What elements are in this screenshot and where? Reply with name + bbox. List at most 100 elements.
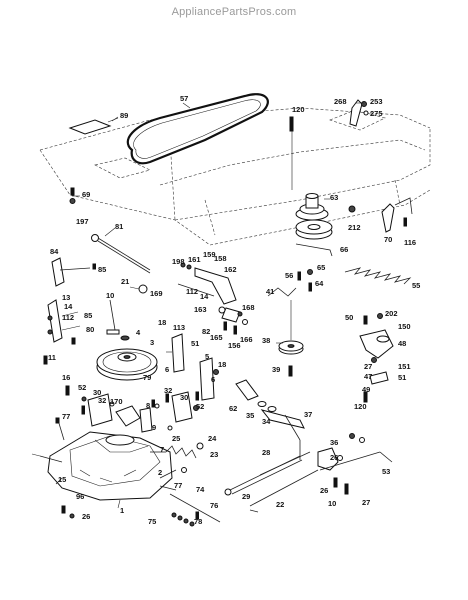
washer-4 (120, 335, 130, 341)
bolt-11 (43, 355, 48, 365)
part-label-47: 47 (364, 372, 372, 381)
bracket-30-left (81, 393, 115, 427)
spacer-62 (235, 379, 277, 412)
part-label-161: 161 (188, 255, 201, 264)
part-label-163: 163 (194, 305, 207, 314)
part-label-1: 1 (120, 506, 124, 515)
part-label-28: 28 (262, 448, 270, 457)
part-label-253: 253 (370, 97, 383, 106)
part-label-62: 62 (229, 404, 237, 413)
parts-165-166-168 (223, 311, 248, 335)
part-label-158: 158 (214, 254, 227, 263)
part-label-38: 38 (262, 336, 270, 345)
part-label-198: 198 (172, 257, 185, 266)
bracket-150 (359, 313, 394, 403)
part-label-197: 197 (76, 217, 89, 226)
part-label-150: 150 (398, 322, 411, 331)
part-label-212: 212 (348, 223, 361, 232)
part-label-6b: 6 (211, 375, 215, 384)
part-label-52a: 52 (78, 383, 86, 392)
part-label-49: 49 (362, 385, 370, 394)
part-label-75: 75 (148, 517, 156, 526)
part-label-168: 168 (242, 303, 255, 312)
part-label-156: 156 (228, 341, 241, 350)
part-label-4: 4 (136, 328, 141, 337)
bracket-268-253-275 (349, 99, 369, 127)
bracket-113 (166, 333, 185, 373)
part-label-48: 48 (398, 339, 406, 348)
nut-212 (348, 205, 356, 213)
part-label-63: 63 (330, 193, 338, 202)
part-label-6a: 6 (165, 365, 169, 374)
part-label-64: 64 (315, 279, 324, 288)
part-label-85b: 85 (84, 311, 92, 320)
part-label-85a: 85 (98, 265, 106, 274)
idler-pulley-38 (278, 300, 304, 355)
spring-55 (344, 267, 412, 285)
transmission-pulley-3 (96, 348, 158, 381)
clip-41 (267, 287, 297, 297)
hardware-15-96 (55, 477, 75, 519)
part-label-84: 84 (50, 247, 59, 256)
part-label-52b: 52 (196, 402, 204, 411)
part-label-81: 81 (115, 222, 123, 231)
hardware-56-65-64 (297, 269, 313, 292)
part-label-112a: 112 (186, 287, 198, 296)
part-label-70: 70 (384, 235, 392, 244)
part-label-116: 116 (404, 238, 416, 247)
part-label-14b: 14 (64, 302, 73, 311)
part-label-24: 24 (208, 434, 217, 443)
part-label-32b: 32 (98, 396, 106, 405)
part-label-23: 23 (210, 450, 218, 459)
part-label-165: 165 (210, 333, 223, 342)
part-label-18a: 18 (158, 318, 166, 327)
part-label-29: 29 (242, 492, 250, 501)
part-label-74: 74 (196, 485, 205, 494)
part-label-35: 35 (246, 411, 254, 420)
part-label-5: 5 (205, 352, 209, 361)
bolt-39 (288, 365, 293, 377)
part-label-66: 66 (340, 245, 348, 254)
linkage-158 (177, 262, 241, 323)
part-label-79: 79 (143, 373, 151, 382)
part-label-25: 25 (172, 434, 180, 443)
part-label-89: 89 (120, 111, 128, 120)
part-label-11: 11 (48, 353, 56, 362)
part-label-21: 21 (121, 277, 129, 286)
part-label-3: 3 (150, 338, 154, 347)
part-label-14a: 14 (200, 292, 209, 301)
part-label-41: 41 (266, 287, 274, 296)
part-label-65: 65 (317, 263, 325, 272)
bracket-80 (47, 299, 120, 345)
part-label-32a: 32 (164, 386, 172, 395)
brake-170 (115, 399, 160, 433)
part-label-51b: 51 (398, 373, 406, 382)
part-label-268: 268 (334, 97, 347, 106)
part-label-166: 166 (240, 335, 253, 344)
part-label-120b: 120 (354, 402, 367, 411)
drive-belt-57 (126, 93, 269, 165)
part-label-26b: 26 (320, 486, 328, 495)
part-label-37: 37 (304, 410, 312, 419)
transaxle-1 (39, 431, 177, 501)
bracket-70 (381, 197, 413, 233)
rod-77-left (55, 417, 65, 441)
part-label-55: 55 (412, 281, 420, 290)
part-label-10a: 10 (106, 291, 114, 300)
part-label-77b: 77 (174, 481, 182, 490)
part-label-202: 202 (385, 309, 398, 318)
leader-lines (31, 102, 364, 509)
part-label-15: 15 (58, 475, 66, 484)
part-label-51a: 51 (191, 339, 199, 348)
part-89-plate (68, 117, 119, 135)
part-label-120a: 120 (292, 105, 305, 114)
part-label-10b: 10 (328, 499, 336, 508)
part-label-26c: 26 (82, 512, 90, 521)
part-label-151: 151 (398, 362, 411, 371)
part-label-56: 56 (285, 271, 293, 280)
bracket-5 (195, 357, 219, 401)
watermark: AppliancePartsPros.com (171, 6, 297, 18)
part-label-27a: 27 (364, 362, 372, 371)
part-label-77a: 77 (62, 412, 70, 421)
